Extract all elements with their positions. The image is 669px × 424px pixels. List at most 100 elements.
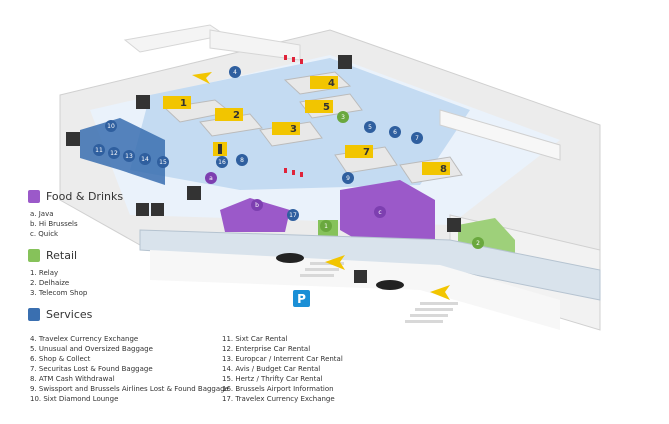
right-wall bbox=[439, 109, 561, 161]
food-hi-brussels-area bbox=[220, 198, 290, 232]
road bbox=[150, 250, 560, 330]
svg-text:a: a bbox=[209, 175, 213, 182]
food-cube-icon bbox=[28, 190, 40, 203]
marker-retail-2: 2 bbox=[472, 237, 484, 249]
front-facade bbox=[139, 229, 601, 301]
svg-text:13: 13 bbox=[125, 153, 133, 160]
svg-text:16: 16 bbox=[218, 159, 226, 166]
legend-item: 1. Relay bbox=[30, 269, 59, 277]
marker-6: 6 bbox=[389, 126, 401, 138]
marker-b: b bbox=[251, 199, 263, 211]
marker-11: 11 bbox=[93, 144, 105, 156]
sixt-lounge-block bbox=[80, 118, 165, 185]
svg-text:c: c bbox=[378, 209, 381, 216]
parking-icon: P bbox=[293, 290, 310, 307]
barrier bbox=[284, 55, 303, 177]
marker-8: 8 bbox=[236, 154, 248, 166]
marker-7: 7 bbox=[411, 132, 423, 144]
svg-text:8: 8 bbox=[240, 157, 244, 164]
carousel-8-label: 8 bbox=[440, 164, 447, 175]
legend-item: 2. Delhaize bbox=[30, 279, 70, 287]
svg-text:4: 4 bbox=[233, 69, 237, 76]
legend-retail-title: Retail bbox=[46, 249, 78, 262]
svg-text:14: 14 bbox=[141, 156, 149, 163]
taxi-icon bbox=[354, 270, 367, 283]
food-quick-area bbox=[340, 180, 435, 250]
marker-10: 10 bbox=[105, 120, 117, 132]
marker-15: 15 bbox=[157, 156, 169, 168]
legend-item: 7. Securitas Lost & Found Baggage bbox=[30, 365, 153, 373]
carousel-2-label: 2 bbox=[233, 110, 240, 121]
marker-13: 13 bbox=[123, 150, 135, 162]
legend-item: 12. Enterprise Car Rental bbox=[222, 345, 311, 353]
legend-item: 11. Sixt Car Rental bbox=[222, 335, 288, 343]
legend-services: Services bbox=[28, 308, 228, 321]
legend-item: 16. Brussels Airport Information bbox=[222, 385, 334, 393]
legend-retail: Retail bbox=[28, 249, 228, 262]
svg-text:12: 12 bbox=[110, 150, 118, 157]
legend-item: 6. Shop & Collect bbox=[30, 355, 91, 363]
marker-9: 9 bbox=[342, 172, 354, 184]
services-cube-icon bbox=[28, 308, 40, 321]
legend-item: 9. Swissport and Brussels Airlines Lost … bbox=[30, 385, 229, 393]
restroom-icon bbox=[136, 95, 150, 109]
svg-text:P: P bbox=[297, 292, 306, 306]
retail-cube-icon bbox=[28, 249, 40, 262]
carousel-7-label: 7 bbox=[363, 147, 370, 158]
legend-item: 17. Travelex Currency Exchange bbox=[222, 395, 335, 403]
marker-5: 5 bbox=[364, 121, 376, 133]
svg-text:17: 17 bbox=[289, 212, 297, 219]
restroom-icon bbox=[66, 132, 80, 146]
legend-services-title: Services bbox=[46, 308, 93, 321]
legend-item: c. Quick bbox=[30, 230, 59, 238]
car-icon bbox=[276, 253, 304, 263]
carousel-3-label: 3 bbox=[290, 124, 297, 135]
legend-item: 14. Avis / Budget Car Rental bbox=[222, 365, 321, 373]
svg-text:5: 5 bbox=[368, 124, 372, 131]
carousel-4-label: 4 bbox=[328, 78, 335, 89]
legend: Food & Drinks a. Java b. Hi Brussels c. … bbox=[28, 190, 228, 327]
carousel-5-label: 5 bbox=[323, 102, 330, 113]
legend-item: 3. Telecom Shop bbox=[30, 289, 88, 297]
marker-a: a bbox=[205, 172, 217, 184]
crosswalk-right bbox=[405, 302, 458, 323]
marker-16: 16 bbox=[216, 156, 228, 168]
legend-food-items: a. Java b. Hi Brussels c. Quick bbox=[30, 209, 228, 239]
legend-item: b. Hi Brussels bbox=[30, 220, 78, 228]
carousel-labels: 1 2 3 4 5 7 8 bbox=[163, 76, 450, 175]
restroom-icon bbox=[338, 55, 352, 69]
legend-services-right: 11. Sixt Car Rental 12. Enterprise Car R… bbox=[222, 334, 343, 404]
car-icon bbox=[376, 280, 404, 290]
legend-item: 4. Travelex Currency Exchange bbox=[30, 335, 139, 343]
marker-17: 17 bbox=[287, 209, 299, 221]
legend-food: Food & Drinks bbox=[28, 190, 228, 203]
carousel-1-label: 1 bbox=[180, 98, 187, 109]
retail-markers: 1 2 3 bbox=[320, 111, 484, 249]
legend-item: 13. Europcar / Interrent Car Rental bbox=[222, 355, 343, 363]
svg-text:7: 7 bbox=[415, 135, 419, 142]
marker-4: 4 bbox=[229, 66, 241, 78]
marker-12: 12 bbox=[108, 147, 120, 159]
legend-retail-items: 1. Relay 2. Delhaize 3. Telecom Shop bbox=[30, 268, 228, 298]
marker-retail-1: 1 bbox=[320, 220, 332, 232]
bus-icon bbox=[136, 203, 149, 216]
direction-arrow-icon bbox=[325, 255, 345, 270]
svg-text:b: b bbox=[255, 202, 259, 209]
svg-text:15: 15 bbox=[159, 159, 167, 166]
svg-text:1: 1 bbox=[324, 223, 328, 230]
legend-item: a. Java bbox=[30, 210, 54, 218]
restroom-icon bbox=[187, 186, 201, 200]
legend-services-left: 4. Travelex Currency Exchange 5. Unusual… bbox=[30, 334, 229, 404]
svg-text:10: 10 bbox=[107, 123, 115, 130]
svg-text:2: 2 bbox=[476, 240, 480, 247]
information-icon bbox=[213, 142, 227, 156]
restroom-icon bbox=[447, 218, 461, 232]
svg-text:6: 6 bbox=[393, 129, 397, 136]
legend-item: 10. Sixt Diamond Lounge bbox=[30, 395, 119, 403]
svg-text:11: 11 bbox=[95, 147, 103, 154]
service-markers: 4 5 6 7 8 9 10 11 12 13 14 15 16 17 bbox=[93, 66, 423, 221]
marker-c: c bbox=[374, 206, 386, 218]
marker-14: 14 bbox=[139, 153, 151, 165]
direction-arrow-icon bbox=[430, 285, 450, 300]
